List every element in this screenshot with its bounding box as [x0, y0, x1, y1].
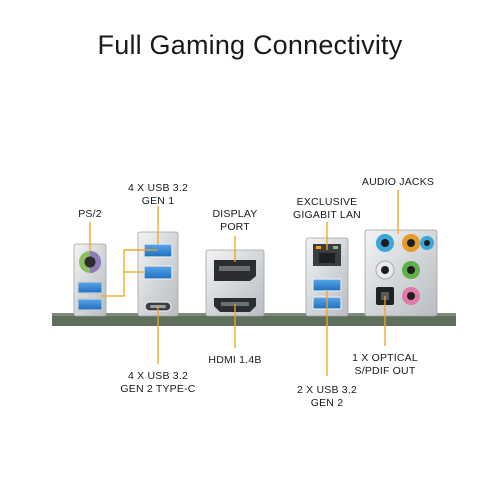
audio-jack: [376, 234, 394, 252]
pcb-strip: [52, 316, 456, 326]
label-usb32-gen1: 4 X USB 3.2 GEN 1: [128, 182, 188, 207]
label-optical-spdif: 1 X OPTICAL S/PDIF OUT: [352, 352, 418, 377]
usb-port: [77, 298, 103, 311]
label-gigabit-lan: EXCLUSIVE GIGABIT LAN: [293, 196, 361, 221]
audio-jack: [402, 261, 420, 279]
label-ps2: PS/2: [78, 208, 102, 220]
usb-port: [312, 278, 342, 292]
audio-jack: [402, 234, 420, 252]
label-hdmi: HDMI 1.4B: [208, 354, 262, 366]
audio-jack: [402, 287, 420, 305]
label-audio-jacks: AUDIO JACKS: [361, 176, 435, 188]
usb-port: [77, 281, 103, 294]
usb-stack-group: [137, 231, 179, 317]
audio-jacks-group: [364, 229, 438, 317]
audio-jack: [375, 260, 395, 280]
usb-port: [143, 265, 173, 280]
ps2-port-group: [73, 243, 107, 317]
leader-lines: [89, 190, 399, 376]
page-title: Full Gaming Connectivity: [97, 30, 403, 60]
label-display-port: DISPLAY PORT: [212, 208, 258, 233]
label-usb32-gen2: 2 X USB 3.2 GEN 2: [297, 384, 357, 409]
label-usb32-gen2-typec: 4 X USB 3.2 GEN 2 TYPE-C: [120, 370, 196, 395]
audio-jack: [420, 236, 434, 250]
